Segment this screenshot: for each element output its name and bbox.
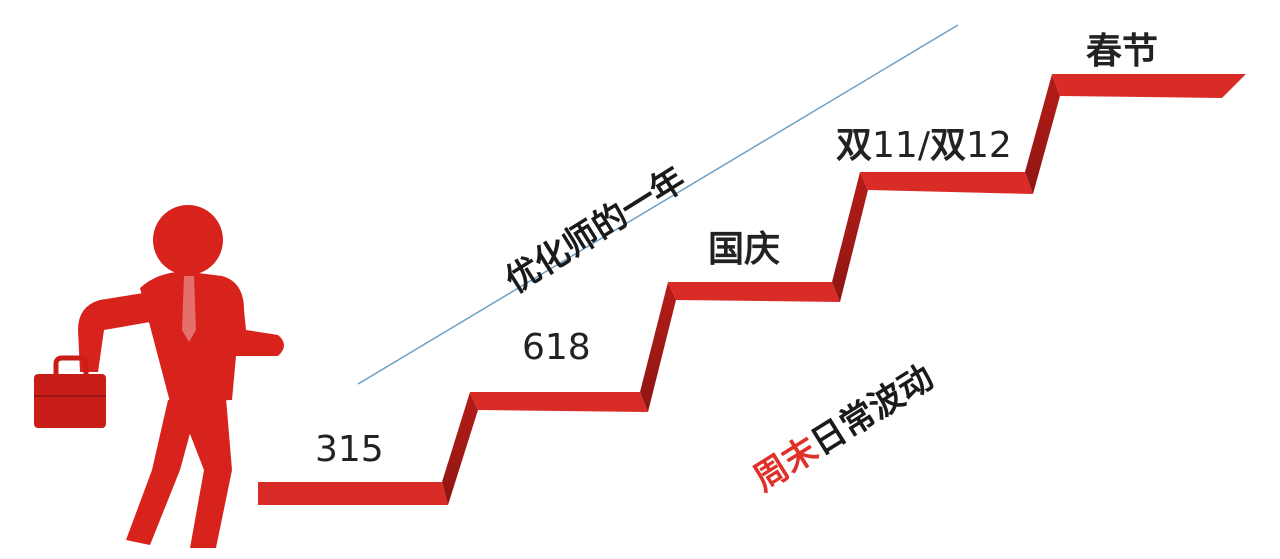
- businessman-icon: [78, 205, 284, 548]
- stair-label-315: 315: [315, 429, 384, 470]
- guide-line: [357, 24, 959, 385]
- stair-riser-4: [1025, 74, 1060, 194]
- stair-riser-3: [832, 172, 868, 302]
- label-part-1: 双: [836, 125, 873, 166]
- stair-tread-1: [258, 482, 448, 505]
- stair-label-national-day: 国庆: [708, 229, 781, 270]
- stair-label-double11-double12: 双11/双12: [836, 128, 1012, 164]
- label-part-3: 双: [929, 125, 966, 166]
- stair-tread-4: [860, 172, 1033, 194]
- label-part-4: 12: [965, 125, 1012, 166]
- label-part-2: 11/: [872, 125, 930, 166]
- briefcase-icon: [34, 355, 106, 428]
- stair-label-spring-festival: 春节: [1086, 31, 1159, 72]
- stair-label-618: 618: [522, 327, 591, 368]
- stair-riser-2: [640, 282, 676, 412]
- stair-tread-5: [1052, 74, 1246, 98]
- stair-riser-1: [442, 392, 478, 505]
- stair-tread-2: [470, 392, 648, 412]
- staircase: [258, 74, 1246, 505]
- stair-tread-3: [668, 282, 840, 302]
